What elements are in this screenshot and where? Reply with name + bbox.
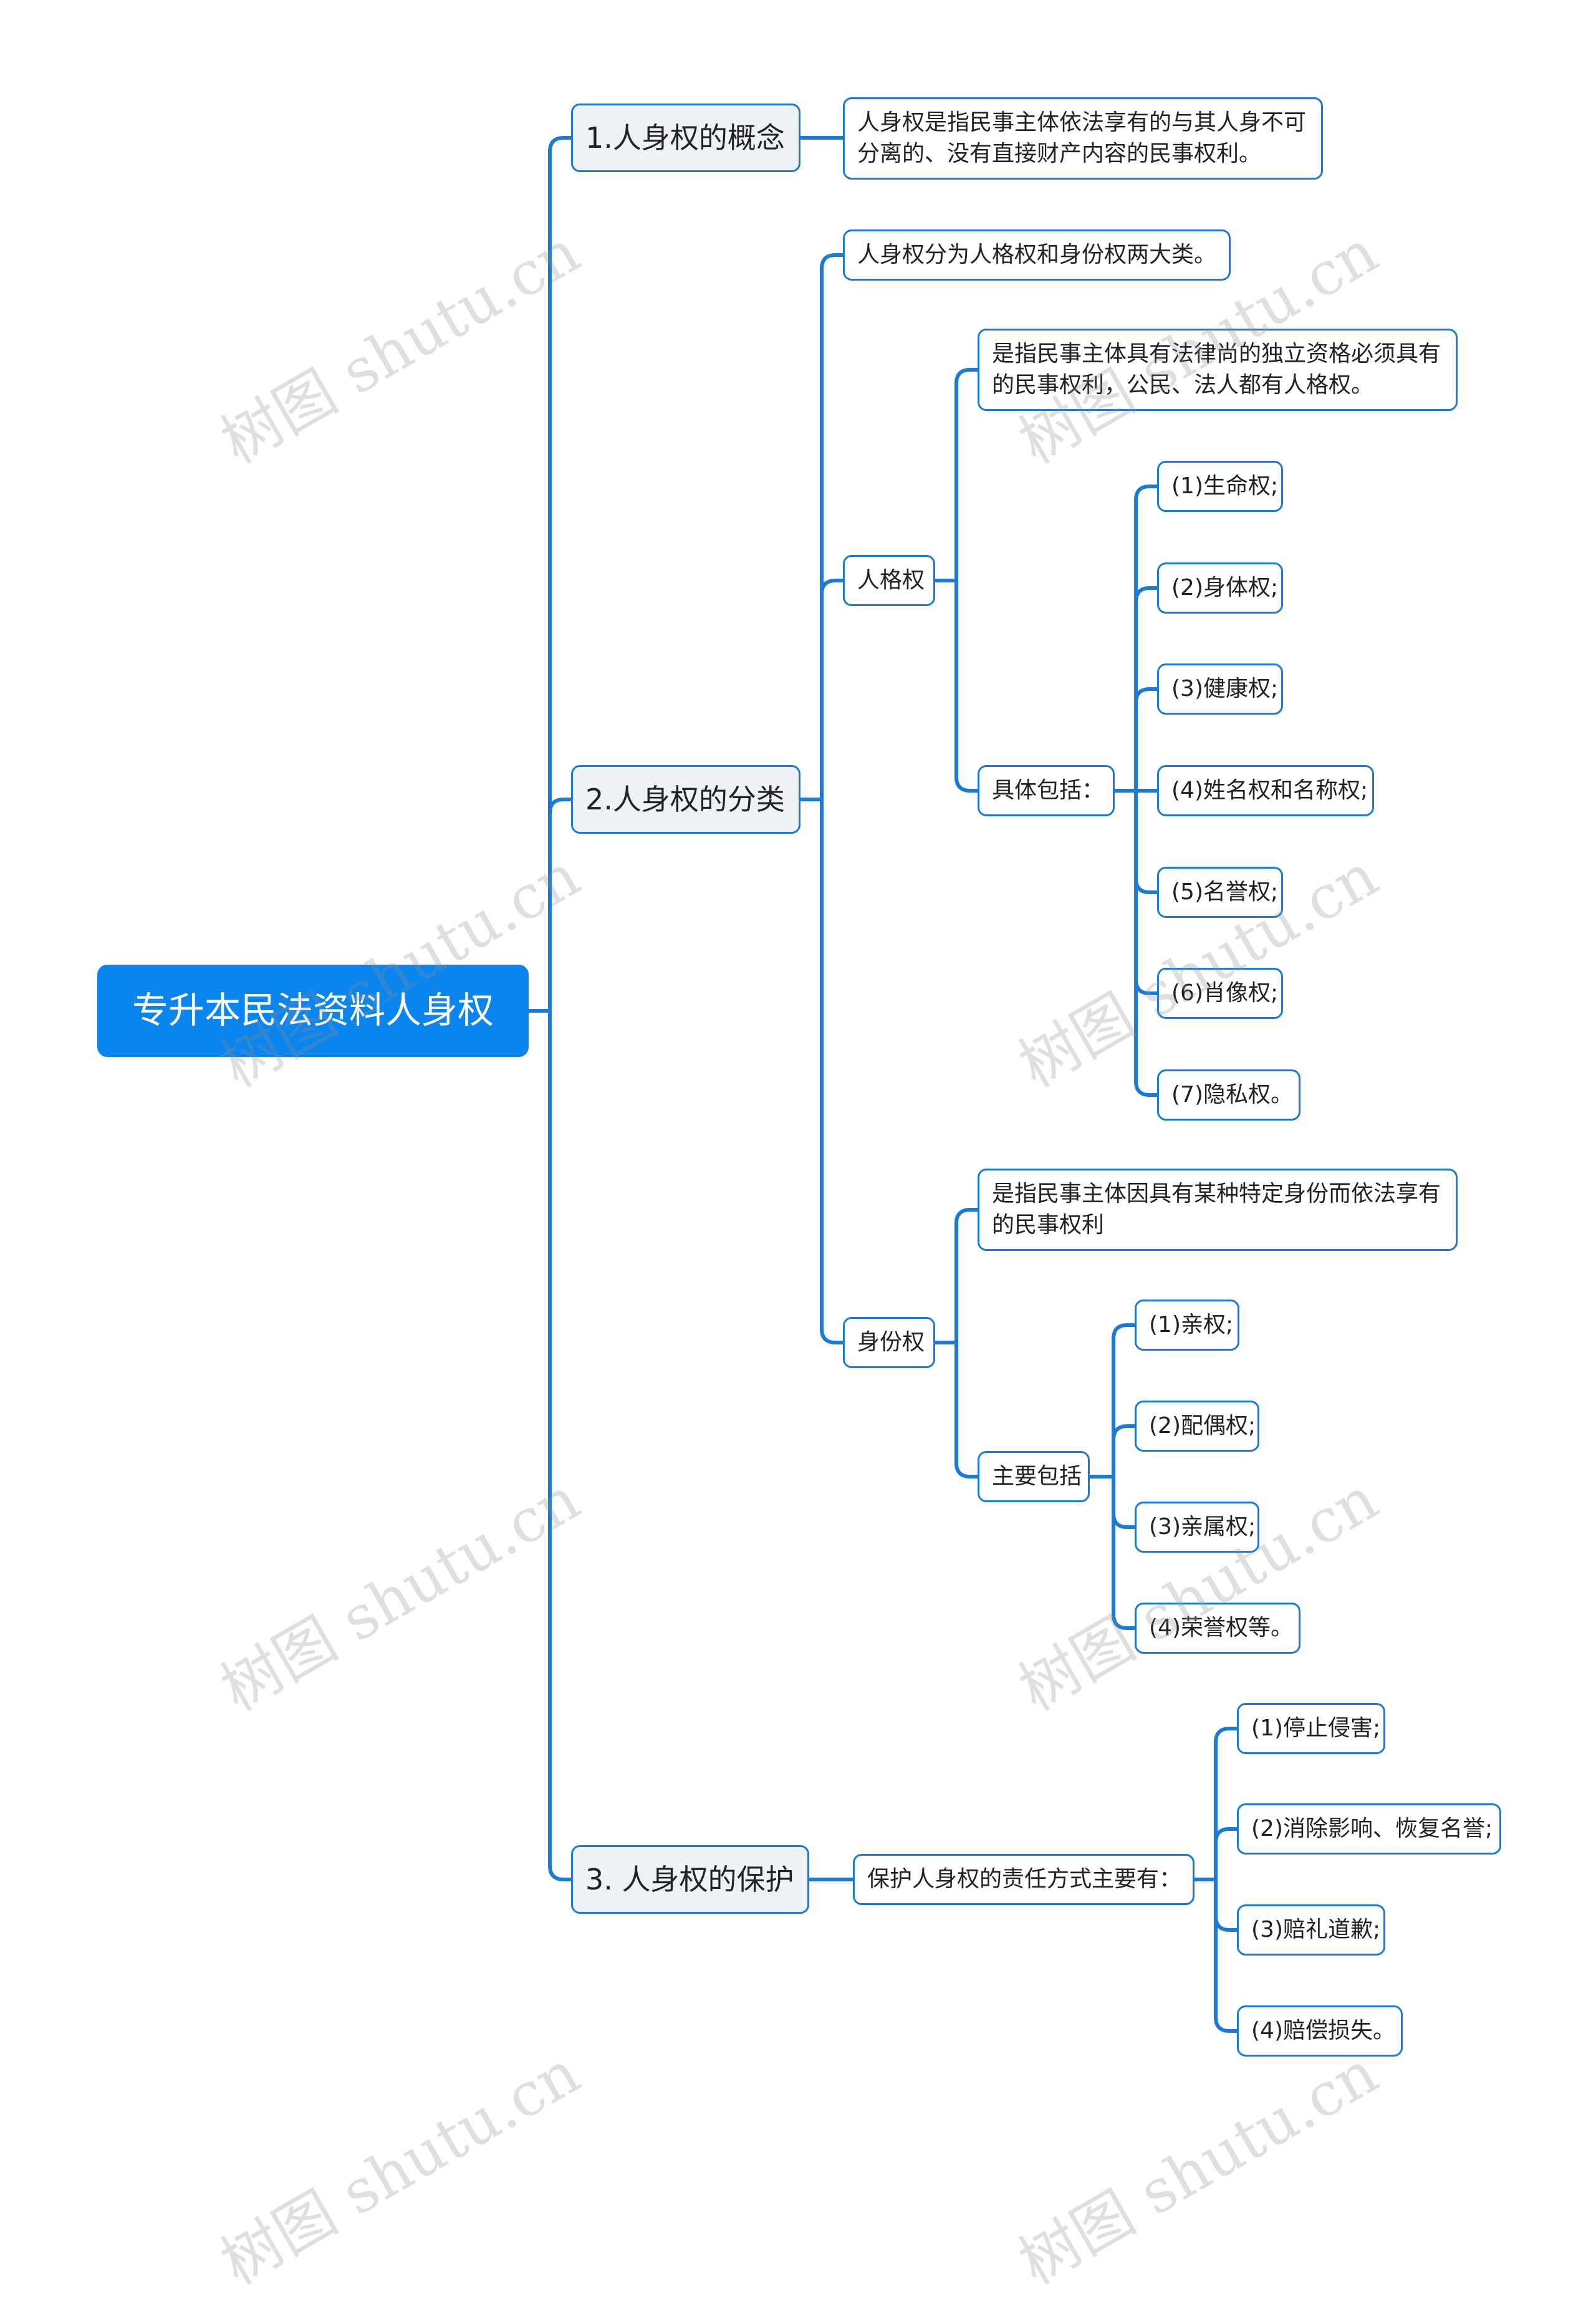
personality-item[interactable]: (7)隐私权。: [1157, 1069, 1300, 1121]
personality-rights-node[interactable]: 人格权: [843, 555, 935, 606]
status-definition[interactable]: 是指民事主体因具有某种特定身份而依法享有的民事权利: [978, 1169, 1458, 1251]
classification-node[interactable]: 2.人身权的分类: [571, 765, 800, 834]
status-includes-label[interactable]: 主要包括: [978, 1451, 1090, 1502]
protection-label[interactable]: 保护人身权的责任方式主要有：: [853, 1854, 1195, 1905]
status-item[interactable]: (1)亲权;: [1135, 1300, 1239, 1351]
status-item[interactable]: (2)配偶权;: [1135, 1401, 1259, 1452]
root-node[interactable]: 专升本民法资料人身权: [97, 965, 529, 1057]
connector-lines: [527, 136, 1239, 2033]
personality-includes-label[interactable]: 具体包括：: [978, 765, 1115, 816]
protection-item[interactable]: (2)消除影响、恢复名誉;: [1237, 1803, 1501, 1855]
status-rights-node[interactable]: 身份权: [843, 1317, 935, 1368]
protection-node[interactable]: 3. 人身权的保护: [571, 1845, 809, 1914]
protection-item[interactable]: (4)赔偿损失。: [1237, 2005, 1403, 2057]
connector-path: [527, 136, 1239, 2033]
protection-item[interactable]: (1)停止侵害;: [1237, 1703, 1385, 1754]
personality-definition[interactable]: 是指民事主体具有法律尚的独立资格必须具有的民事权利，公民、法人都有人格权。: [978, 329, 1458, 411]
mindmap-canvas: 专升本民法资料人身权 1.人身权的概念 2.人身权的分类 3. 人身权的保护 人…: [97, 97, 1501, 2298]
personality-item[interactable]: (6)肖像权;: [1157, 968, 1283, 1019]
classification-summary[interactable]: 人身权分为人格权和身份权两大类。: [843, 229, 1231, 281]
personality-item[interactable]: (3)健康权;: [1157, 663, 1283, 715]
status-item[interactable]: (4)荣誉权等。: [1135, 1603, 1300, 1654]
personality-item[interactable]: (4)姓名权和名称权;: [1157, 765, 1374, 816]
status-item[interactable]: (3)亲属权;: [1135, 1502, 1259, 1553]
personality-item[interactable]: (5)名誉权;: [1157, 867, 1283, 918]
concept-node[interactable]: 1.人身权的概念: [571, 104, 800, 172]
protection-item[interactable]: (3)赔礼道歉;: [1237, 1904, 1385, 1956]
personality-item[interactable]: (2)身体权;: [1157, 562, 1283, 614]
personality-item[interactable]: (1)生命权;: [1157, 461, 1283, 512]
concept-definition[interactable]: 人身权是指民事主体依法享有的与其人身不可分离的、没有直接财产内容的民事权利。: [843, 97, 1323, 180]
